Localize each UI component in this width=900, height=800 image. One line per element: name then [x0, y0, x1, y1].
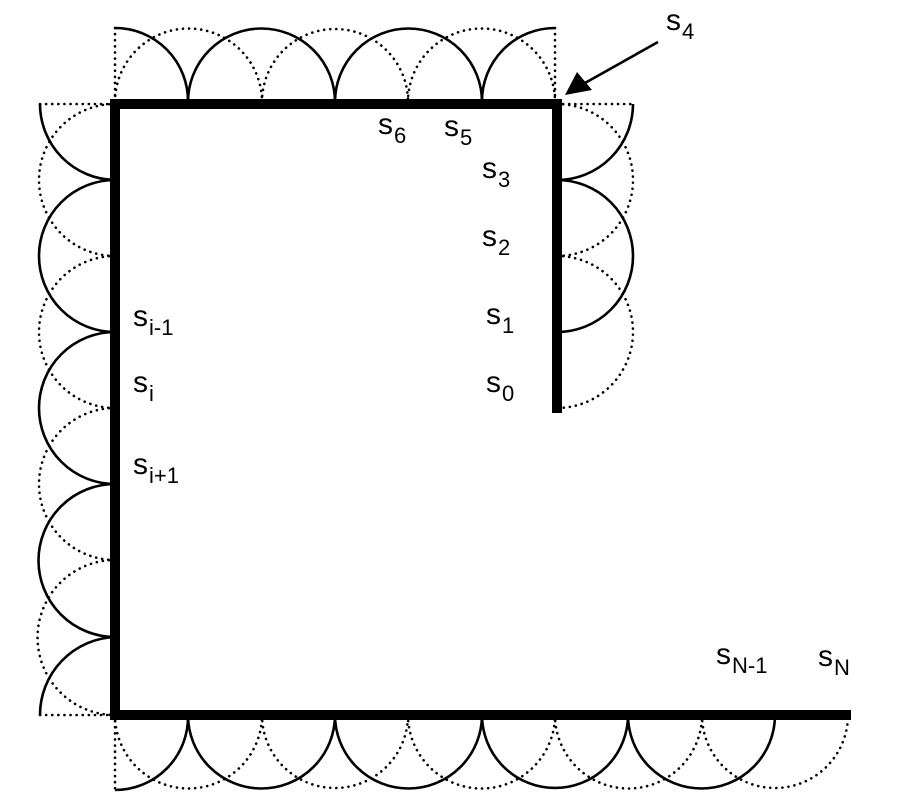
label-s4: s4	[666, 4, 695, 44]
label-s6: s6	[378, 108, 407, 148]
label-s-N: sN	[818, 640, 850, 680]
label-s-i-plus-1: si+1	[133, 448, 179, 488]
label-s-N-minus-1: sN-1	[716, 638, 768, 678]
top-wall-arcs	[113, 26, 557, 104]
right-wall-arcs	[555, 102, 635, 410]
arrow-to-s4	[565, 40, 659, 95]
label-s-i: si	[133, 366, 154, 406]
label-s2: s2	[482, 220, 511, 260]
label-s3: s3	[482, 152, 511, 192]
label-s-i-minus-1: si-1	[133, 300, 174, 340]
bottom-wall-arcs	[113, 713, 850, 792]
boundary-wall	[110, 99, 851, 720]
label-s5: s5	[444, 110, 473, 150]
left-wall-arcs	[36, 102, 117, 717]
label-s1: s1	[486, 298, 515, 338]
label-s0: s0	[486, 366, 515, 406]
